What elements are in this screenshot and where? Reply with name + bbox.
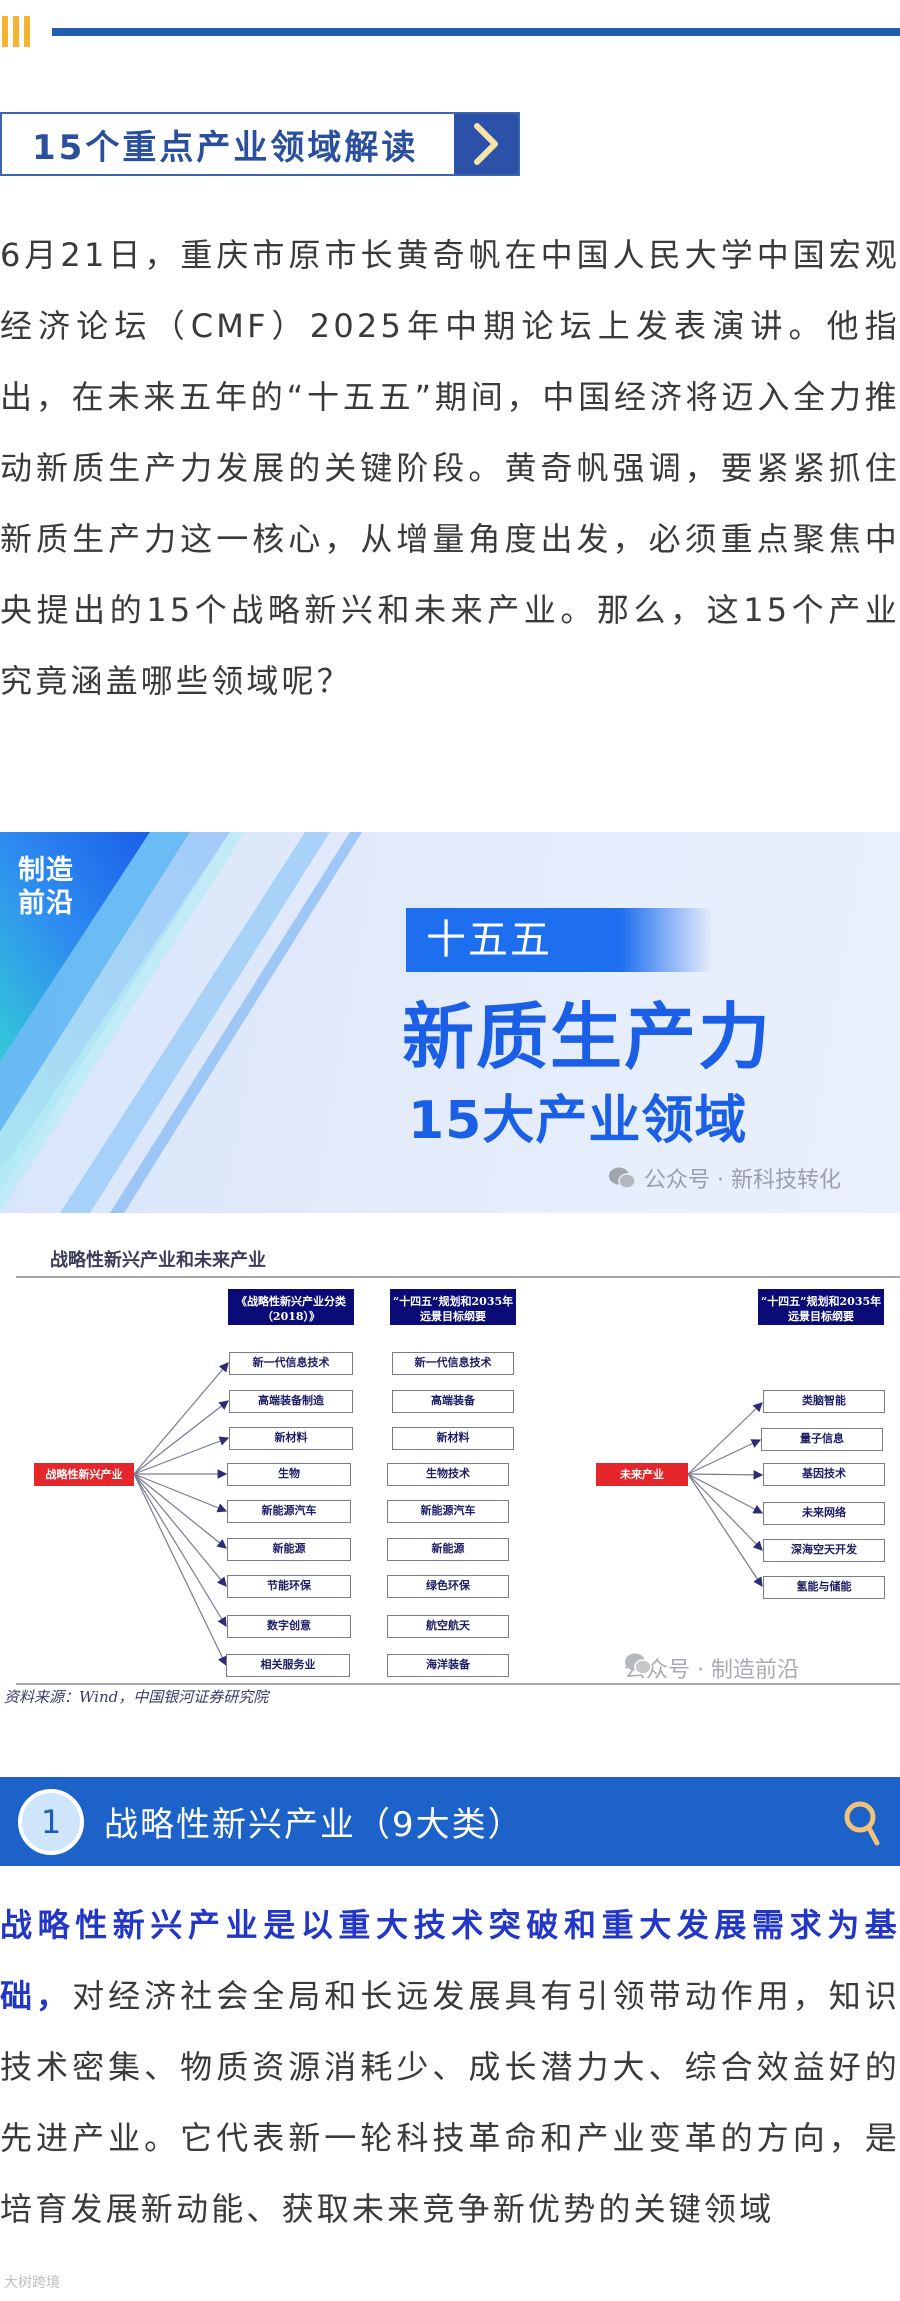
column-header-14th-plan-future: “十四五”规划和2035年远景目标纲要 bbox=[758, 1289, 884, 1325]
section-1-header: 1 战略性新兴产业（9大类） bbox=[0, 1777, 900, 1866]
col1-item: 相关服务业 bbox=[226, 1654, 350, 1677]
banner-image: 制造 前沿 十五五 新质生产力 15大产业领域 公众号 · 新科技转化 bbox=[0, 832, 900, 1213]
col2-item: 新能源汽车 bbox=[387, 1500, 509, 1523]
wechat-icon bbox=[609, 1167, 636, 1189]
col3-item: 量子信息 bbox=[761, 1428, 883, 1451]
diagram-title: 战略性新兴产业和未来产业 bbox=[50, 1250, 266, 1271]
paragraph-body: 对经济社会全局和长远发展具有引领带动作用，知识技术密集、物质资源消耗少、成长潜力… bbox=[0, 1977, 900, 2228]
diagram-connectors bbox=[16, 1276, 900, 1685]
diagram-source: 资料来源：Wind，中国银河证券研究院 bbox=[4, 1688, 269, 1706]
col3-item: 氢能与储能 bbox=[763, 1576, 885, 1599]
decorative-bars bbox=[2, 16, 30, 47]
col1-item: 新能源 bbox=[227, 1538, 351, 1561]
column-header-2018: 《战略性新兴产业分类（2018）》 bbox=[228, 1289, 354, 1325]
section-1-title: 战略性新兴产业（9大类） bbox=[104, 1805, 524, 1845]
search-icon bbox=[842, 1799, 882, 1851]
wechat-icon bbox=[625, 1653, 652, 1675]
col2-item: 海洋装备 bbox=[387, 1654, 509, 1677]
highlighted-definition: 战略性新兴产业是以重大技术突破和重大发展需求为基础， bbox=[0, 1906, 900, 2015]
col1-item: 生物 bbox=[227, 1463, 351, 1486]
col1-item: 新能源汽车 bbox=[227, 1500, 351, 1523]
section-title: 15个重点产业领域解读 bbox=[32, 127, 419, 168]
intro-paragraph: 6月21日，重庆市原市长黄奇帆在中国人民大学中国宏观经济论坛（CMF）2025年… bbox=[0, 236, 900, 700]
section-number-badge: 1 bbox=[18, 1788, 84, 1855]
col3-item: 深海空天开发 bbox=[763, 1539, 885, 1562]
diagonal-stripes-decoration bbox=[0, 832, 362, 1213]
banner-tag: 十五五 bbox=[406, 908, 712, 972]
banner-headline: 新质生产力 bbox=[402, 995, 773, 1079]
banner-watermark-text: 公众号 · 新科技转化 bbox=[644, 1168, 841, 1193]
top-decoration bbox=[0, 16, 900, 50]
diagram-watermark: 公众号 · 制造前沿 bbox=[624, 1652, 799, 1684]
col1-item: 新一代信息技术 bbox=[229, 1352, 353, 1375]
col1-item: 节能环保 bbox=[227, 1575, 351, 1598]
col2-item: 生物技术 bbox=[387, 1463, 509, 1486]
industry-diagram: 战略性新兴产业和未来产业 《战略性新兴产业分类（2018）》 “十四五”规划和2… bbox=[0, 1220, 900, 1710]
banner-watermark: 公众号 · 新科技转化 bbox=[608, 1162, 841, 1194]
col3-item: 基因技术 bbox=[763, 1463, 885, 1486]
brand-logo: 制造 前沿 bbox=[18, 854, 74, 920]
brand-line-2: 前沿 bbox=[18, 888, 74, 919]
column-header-14th-plan: “十四五”规划和2035年远景目标纲要 bbox=[390, 1289, 516, 1325]
diagram-watermark-text: 公众号 · 制造前沿 bbox=[624, 1658, 799, 1683]
banner-subline: 15大产业领域 bbox=[408, 1091, 748, 1151]
chevron-right-icon bbox=[454, 114, 518, 174]
col3-item: 未来网络 bbox=[763, 1502, 885, 1525]
section-1-paragraph: 战略性新兴产业是以重大技术突破和重大发展需求为基础，对经济社会全局和长远发展具有… bbox=[0, 1890, 900, 2245]
col3-item: 类脑智能 bbox=[763, 1390, 885, 1413]
col1-item: 数字创意 bbox=[227, 1615, 351, 1638]
col2-item: 航空航天 bbox=[387, 1615, 509, 1638]
col2-item: 绿色环保 bbox=[387, 1575, 509, 1598]
col1-item: 高端装备制造 bbox=[229, 1390, 353, 1413]
root-strategic-emerging: 战略性新兴产业 bbox=[34, 1463, 134, 1486]
col2-item: 新一代信息技术 bbox=[392, 1352, 514, 1375]
section-title-box: 15个重点产业领域解读 bbox=[0, 112, 520, 176]
corner-watermark: 大树跨境 bbox=[4, 2275, 60, 2291]
col1-item: 新材料 bbox=[229, 1427, 353, 1450]
root-future-industries: 未来产业 bbox=[596, 1463, 688, 1486]
brand-line-1: 制造 bbox=[18, 855, 74, 886]
decorative-line bbox=[52, 28, 900, 36]
col2-item: 新材料 bbox=[392, 1427, 514, 1450]
col2-item: 新能源 bbox=[387, 1538, 509, 1561]
col2-item: 高端装备 bbox=[392, 1390, 514, 1413]
